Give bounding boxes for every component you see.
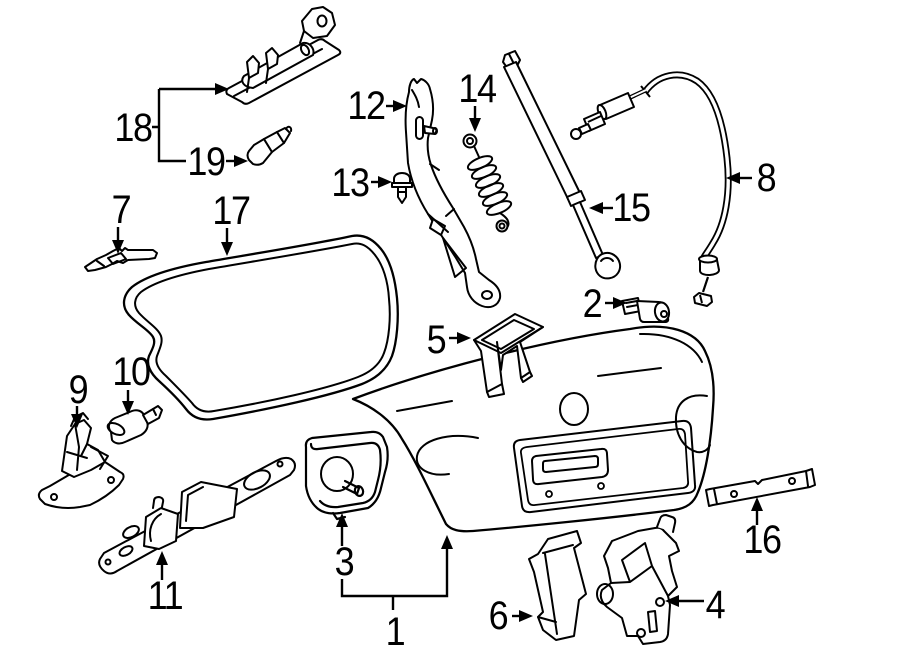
callout-label-19[interactable]: 19 [187,140,226,184]
callout-label-8[interactable]: 8 [756,156,777,200]
callout-label-15[interactable]: 15 [612,186,651,230]
part-15-strut-drawing [502,50,622,280]
callout-label-1[interactable]: 1 [385,610,406,654]
callout-label-10[interactable]: 10 [112,350,151,394]
part-7-retainer-bracket-drawing [84,247,158,272]
part-4-latch-drawing [596,514,680,645]
callout-label-5[interactable]: 5 [426,318,447,362]
part-18-license-lamp-drawing [225,6,342,105]
callout-label-17[interactable]: 17 [212,189,251,233]
part-8-cable-drawing [570,71,732,307]
part-17-weatherstrip-drawing [122,234,399,421]
callout-label-16[interactable]: 16 [743,518,782,562]
part-2-lock-cylinder-drawing [621,297,671,323]
callout-label-11[interactable]: 11 [147,574,184,618]
callout-label-7[interactable]: 7 [111,188,132,232]
callout-label-13[interactable]: 13 [331,161,370,205]
callout-label-2[interactable]: 2 [582,282,603,326]
part-10-stopper-drawing [106,405,163,445]
part-16-strip-drawing [705,468,816,507]
part-5-striker-drawing [473,313,544,398]
part-12-hinge-arm-drawing [404,78,502,309]
part-9-hinge-mount-drawing [37,412,125,509]
callout-label-4[interactable]: 4 [705,583,726,627]
part-3-bezel-drawing [304,430,389,521]
callout-label-12[interactable]: 12 [347,84,386,128]
callout-label-14[interactable]: 14 [458,67,497,111]
callout-label-3[interactable]: 3 [334,540,355,584]
part-19-bulb-drawing [246,125,293,166]
callout-label-9[interactable]: 9 [68,368,89,412]
callout-label-18[interactable]: 18 [114,106,153,150]
part-6-cover-drawing [528,530,587,641]
part-1-trunk-lid-drawing [351,325,715,533]
part-11-lamp-bar-drawing [98,456,296,575]
part-13-clip-drawing [391,172,413,204]
callout-label-6[interactable]: 6 [488,594,509,638]
part-14-spring-drawing [462,133,513,233]
leader-1 [340,535,453,598]
leader-18-bracket [152,89,186,163]
